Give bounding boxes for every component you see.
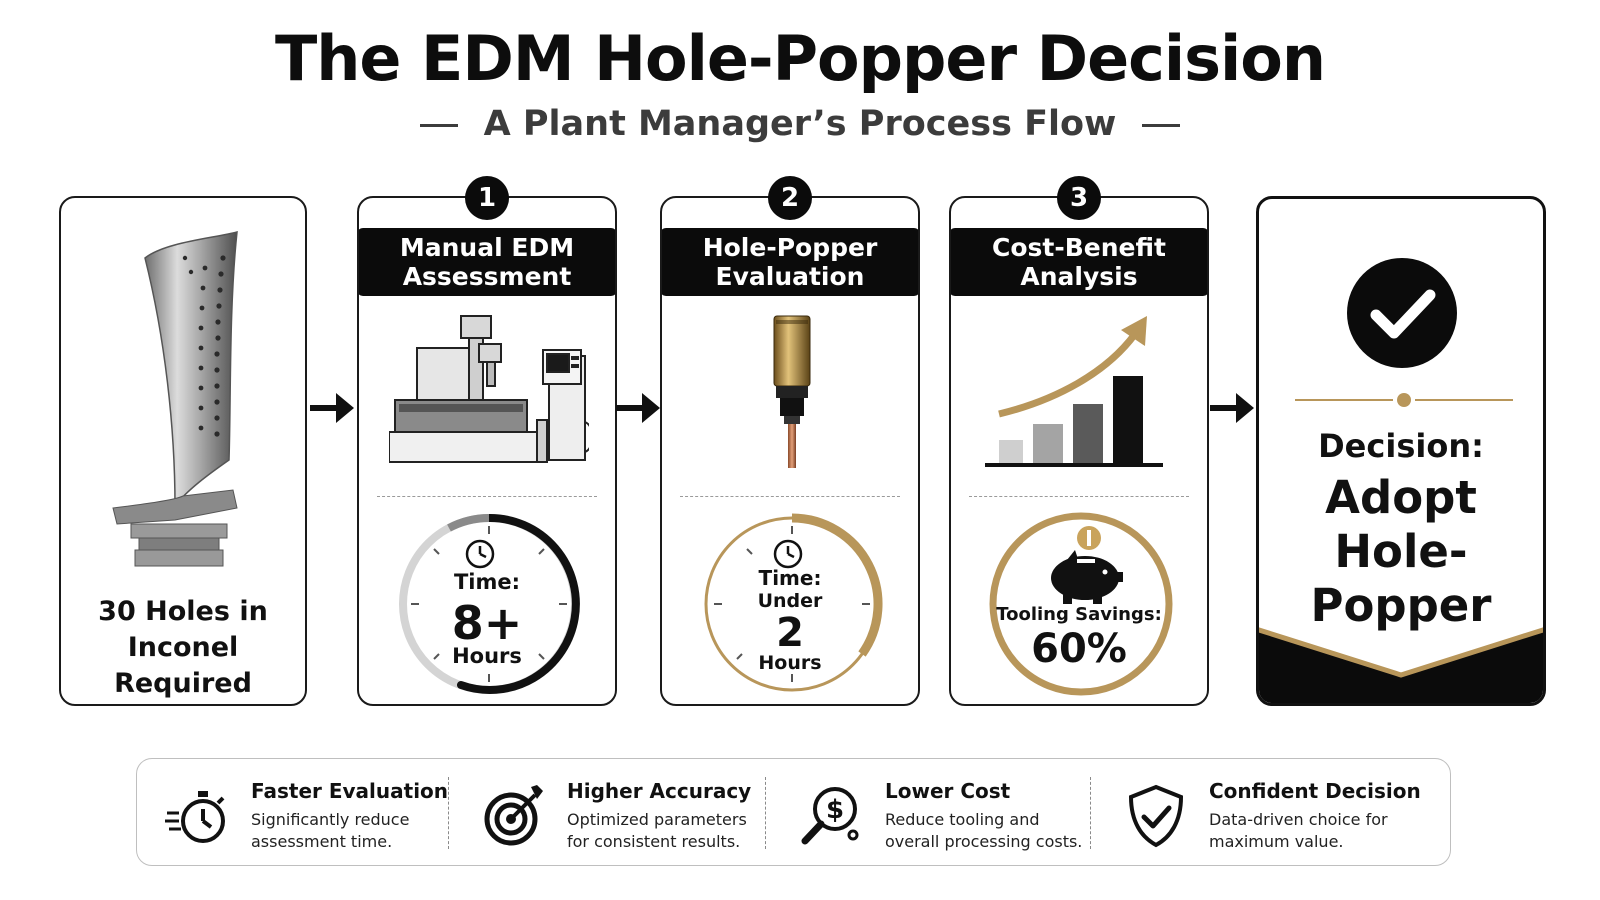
step-badge-2: 2 — [768, 176, 812, 220]
clock-icon — [773, 539, 803, 569]
decision-rule-left — [1295, 399, 1393, 401]
dial-value: 2 — [776, 610, 804, 656]
decision-chevron-band — [1259, 627, 1543, 703]
flow-arrow-icon — [310, 393, 354, 423]
step-header: Hole-Popper Evaluation — [662, 228, 918, 296]
decision-card: Decision: Adopt Hole-Popper — [1256, 196, 1546, 706]
decision-value: Adopt Hole-Popper — [1310, 471, 1492, 632]
dial-label: Time: — [453, 570, 521, 594]
flow-arrow-icon — [1210, 393, 1254, 423]
benefit-separator — [1090, 777, 1091, 849]
card-divider — [680, 496, 900, 497]
start-label: 30 Holes in Inconel Required — [98, 596, 268, 699]
decision-rule-right — [1415, 399, 1513, 401]
subtitle-dash-left — [419, 123, 458, 127]
shield-check-icon — [1128, 784, 1184, 848]
piggy-bank-icon — [1051, 526, 1123, 604]
growth-chart-icon — [985, 316, 1163, 467]
time-dial — [399, 513, 580, 694]
dial-unit: Hours — [758, 652, 822, 674]
dollar-search-icon: $ — [801, 787, 859, 845]
step-card-manual-edm: Manual EDM Assessment — [357, 196, 617, 706]
card-divider — [377, 496, 597, 497]
step-card-hole-popper: Hole-Popper Evaluation — [660, 196, 920, 706]
flow-arrow-icon — [616, 393, 660, 423]
dial-label: Time: — [758, 566, 822, 590]
edm-machine-icon — [389, 315, 589, 463]
benefit-separator — [765, 777, 766, 849]
decision-rule-dot — [1397, 393, 1411, 407]
target-icon — [484, 785, 543, 846]
svg-text:$: $ — [826, 795, 844, 825]
savings-dial — [989, 512, 1173, 696]
clock-icon — [465, 539, 495, 569]
dial-label: Tooling Savings: — [996, 604, 1162, 625]
benefit-separator — [448, 777, 449, 849]
page-title: The EDM Hole-Popper Decision — [274, 22, 1326, 95]
subtitle-dash-right — [1142, 123, 1181, 127]
checkmark-icon — [1347, 258, 1457, 368]
step-badge-3: 3 — [1057, 176, 1101, 220]
start-card: 30 Holes in Inconel Required — [59, 196, 307, 706]
turbine-blade-icon — [112, 230, 238, 567]
benefit-confident-decision: Confident Decision Data-driven choice fo… — [1095, 759, 1435, 867]
dial-prefix: Under — [757, 590, 823, 612]
electrode-icon — [773, 315, 811, 468]
step-card-cost-benefit: Cost-Benefit Analysis Tooling Savings: 6… — [949, 196, 1209, 706]
subtitle-text: A Plant Manager’s Process Flow — [483, 104, 1117, 144]
time-dial — [704, 513, 883, 692]
stopwatch-icon — [165, 791, 225, 843]
dial-value: 8+ — [451, 596, 523, 650]
step-header: Manual EDM Assessment — [359, 228, 615, 296]
step-badge-1: 1 — [465, 176, 509, 220]
page-subtitle: A Plant Manager’s Process Flow — [0, 104, 1600, 144]
decision-label: Decision: — [1318, 427, 1484, 465]
card-divider — [969, 496, 1189, 497]
dial-unit: Hours — [452, 644, 522, 668]
dial-value: 60% — [1031, 626, 1127, 672]
step-header: Cost-Benefit Analysis — [951, 228, 1207, 296]
